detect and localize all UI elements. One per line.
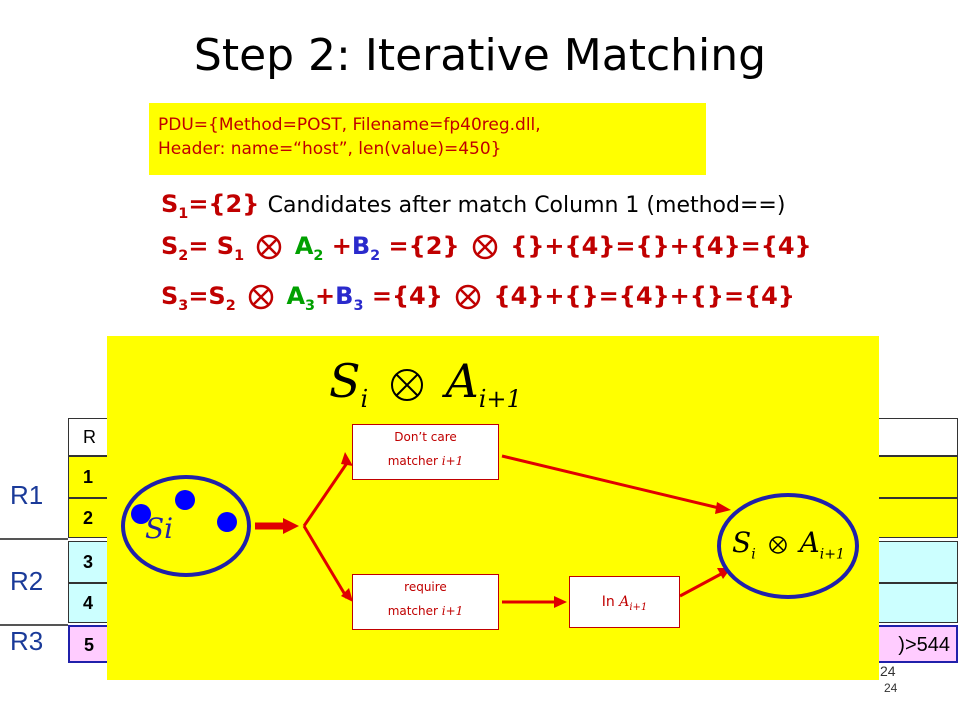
table-header-fragment: R xyxy=(83,427,96,447)
row-number: 1 xyxy=(83,467,94,487)
otimes-icon xyxy=(248,284,274,310)
otimes-icon xyxy=(455,284,481,310)
s2-set: ={2} xyxy=(388,232,460,260)
s2-equation: S2= S1 A2 +B2 ={2} {}+{4}={}+{4}={4} xyxy=(161,232,812,264)
otimes-icon xyxy=(257,234,282,260)
si-label: Si xyxy=(145,512,174,545)
element-dot xyxy=(217,512,237,532)
pdu-line-1: PDU={Method=POST, Filename=fp40reg.dll, xyxy=(158,115,541,135)
row-number: 2 xyxy=(83,508,94,528)
s3-plus: + xyxy=(315,282,336,310)
arrow-head xyxy=(341,452,353,466)
matching-overlay: Si Ai+1 Si Don’t care matcher i+1 xyxy=(107,336,879,680)
group-divider xyxy=(0,624,68,626)
si-set-ellipse xyxy=(121,475,251,577)
arrow-line xyxy=(302,525,349,599)
pdu-box: PDU={Method=POST, Filename=fp40reg.dll, … xyxy=(149,103,706,175)
arrow-head xyxy=(341,588,353,602)
row-number: 5 xyxy=(84,635,95,655)
result-formula: Si Ai+1 xyxy=(732,526,845,563)
require-text: require xyxy=(404,580,447,594)
row-number: 4 xyxy=(83,593,94,613)
otimes-icon xyxy=(768,535,787,554)
s2-eq: = xyxy=(188,232,209,260)
require-matcher: matcher i+1 xyxy=(387,604,464,618)
otimes-icon xyxy=(472,234,498,260)
group-label-r3: R3 xyxy=(10,626,44,656)
arrow-line xyxy=(679,572,722,598)
page-number-small: 24 xyxy=(884,681,898,695)
s2-lhs: S2 xyxy=(161,232,189,264)
dont-care-text: Don’t care xyxy=(394,430,457,444)
s2-s: S1 xyxy=(216,232,245,264)
page-number: 24 xyxy=(880,663,896,679)
arrow-head xyxy=(554,596,567,608)
s1-set: ={2} xyxy=(188,190,260,218)
s3-b: B3 xyxy=(335,282,364,314)
in-a-box: In Ai+1 xyxy=(569,576,680,628)
s3-eq: = xyxy=(188,282,209,310)
s3-set: ={4} xyxy=(371,282,443,310)
dont-care-box: Don’t care matcher i+1 xyxy=(352,424,499,480)
s3-equation: S3=S2 A3+B3 ={4} {4}+{}={4}+{}={4} xyxy=(161,282,795,314)
element-dot xyxy=(175,490,195,510)
top-formula: Si Ai+1 xyxy=(329,354,522,414)
diagram-canvas xyxy=(121,452,859,608)
s2-a: A2 xyxy=(294,232,324,264)
arrow-head xyxy=(283,518,299,534)
group-label-r1: R1 xyxy=(10,480,44,510)
s3-a: A3 xyxy=(286,282,316,314)
s3-lhs: S3 xyxy=(161,282,189,314)
s1-lhs: S1 xyxy=(161,190,189,222)
row-tail-text: )>544 xyxy=(898,634,950,656)
slide-title: Step 2: Iterative Matching xyxy=(193,30,767,81)
arrow-line xyxy=(302,462,349,527)
require-box: require matcher i+1 xyxy=(352,574,499,630)
element-dot xyxy=(131,504,151,524)
s3-s: S2 xyxy=(208,282,236,314)
group-divider xyxy=(0,538,68,540)
s1-description: Candidates after match Column 1 (method=… xyxy=(267,193,786,218)
arrow-line xyxy=(501,454,720,510)
otimes-icon xyxy=(390,369,423,401)
arrow-head xyxy=(715,502,731,514)
dont-care-matcher: matcher i+1 xyxy=(387,454,464,468)
s2-plus: + xyxy=(331,232,352,260)
s1-equation: S1={2} Candidates after match Column 1 (… xyxy=(161,190,785,222)
s3-rest: {4}+{}={4}+{}={4} xyxy=(493,282,795,310)
s2-rest: {}+{4}={}+{4}={4} xyxy=(510,232,812,260)
row-number: 3 xyxy=(83,552,94,572)
group-label-r2: R2 xyxy=(10,566,44,596)
pdu-line-2: Header: name=“host”, len(value)=450} xyxy=(158,139,502,159)
s2-b: B2 xyxy=(351,232,381,264)
result-set-ellipse xyxy=(717,493,859,599)
